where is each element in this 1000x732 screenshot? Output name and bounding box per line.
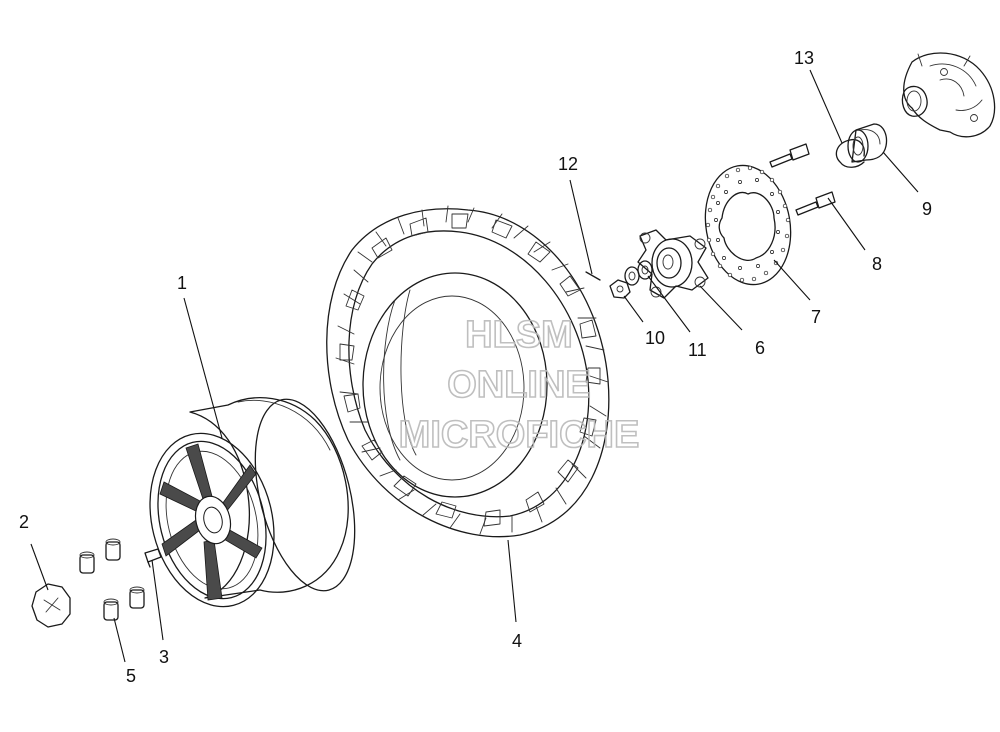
lug-nut — [129, 586, 145, 609]
lug-nut — [105, 538, 121, 561]
hub-cap — [31, 583, 71, 628]
leader-lines — [30, 69, 919, 663]
callout-1: 1 — [177, 273, 187, 293]
bolt — [795, 191, 836, 216]
callout-8: 8 — [872, 254, 882, 274]
callout-3: 3 — [159, 647, 169, 667]
callout-11: 11 — [688, 340, 707, 360]
callout-12: 12 — [558, 154, 578, 174]
bearing — [847, 123, 888, 163]
callout-4: 4 — [512, 631, 522, 651]
bolt — [769, 143, 810, 168]
wheel-hub — [637, 229, 709, 299]
valve-stem — [144, 548, 162, 568]
callout-7: 7 — [811, 307, 821, 327]
rim — [149, 397, 356, 608]
watermark-line-1: HLSM — [465, 314, 573, 356]
watermark-line-2: ONLINE — [447, 364, 591, 406]
axle-nut — [609, 279, 631, 299]
callout-13: 13 — [794, 48, 814, 68]
tire — [326, 205, 610, 538]
watermark-line-3: MICROFICHE — [399, 414, 640, 456]
callout-numbers: 1 2 3 4 5 6 7 8 9 10 11 12 13 — [19, 48, 932, 686]
washers — [624, 260, 653, 286]
brake-disc — [704, 164, 792, 286]
disc-bolts — [769, 143, 836, 216]
lug-nuts — [79, 538, 145, 621]
callout-5: 5 — [126, 666, 136, 686]
callout-6: 6 — [755, 338, 765, 358]
watermark: HLSM ONLINE MICROFICHE — [398, 313, 640, 457]
steering-knuckle — [901, 52, 996, 138]
callout-10: 10 — [645, 328, 665, 348]
cotter-pin — [585, 271, 601, 281]
callout-9: 9 — [922, 199, 932, 219]
lug-nut — [79, 551, 95, 574]
callout-2: 2 — [19, 512, 29, 532]
lug-nut — [103, 598, 119, 621]
snap-ring — [835, 138, 865, 168]
